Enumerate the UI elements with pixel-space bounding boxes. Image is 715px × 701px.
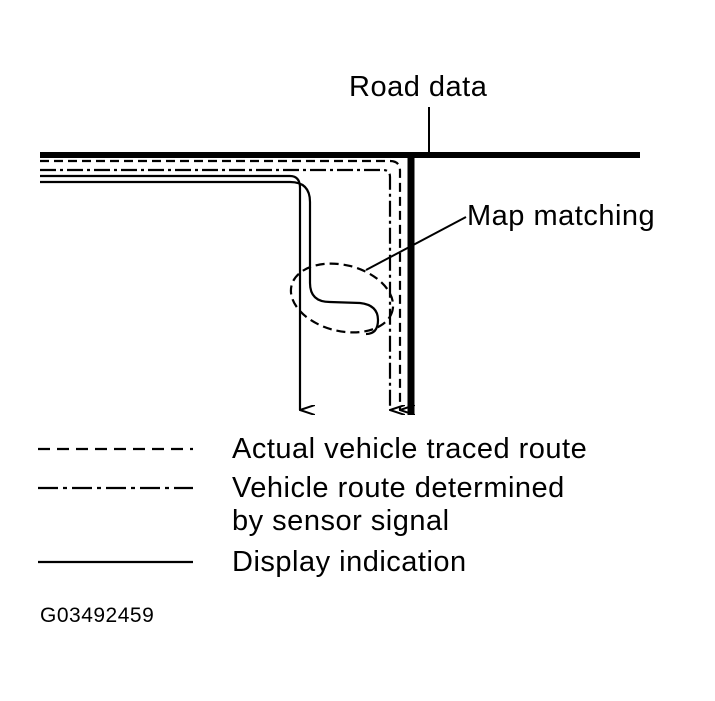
sensor-route-line — [40, 168, 390, 410]
road — [40, 152, 640, 415]
actual-route-line — [40, 159, 400, 410]
legend-sensor-route-label-line1: Vehicle route determined — [232, 472, 565, 504]
display-route-line — [40, 180, 380, 336]
road-data-label: Road data — [349, 71, 488, 103]
legend-actual-route-label: Actual vehicle traced route — [232, 433, 588, 465]
map-matching-ellipse — [289, 262, 395, 334]
map-matching-label: Map matching — [467, 200, 656, 232]
legend-sensor-route-label-line2: by sensor signal — [232, 505, 450, 537]
legend-display-indication-label: Display indication — [232, 546, 467, 578]
map-matching-leader — [365, 216, 467, 271]
display-route-line-outer — [40, 174, 300, 410]
figure-code: G03492459 — [40, 604, 155, 627]
